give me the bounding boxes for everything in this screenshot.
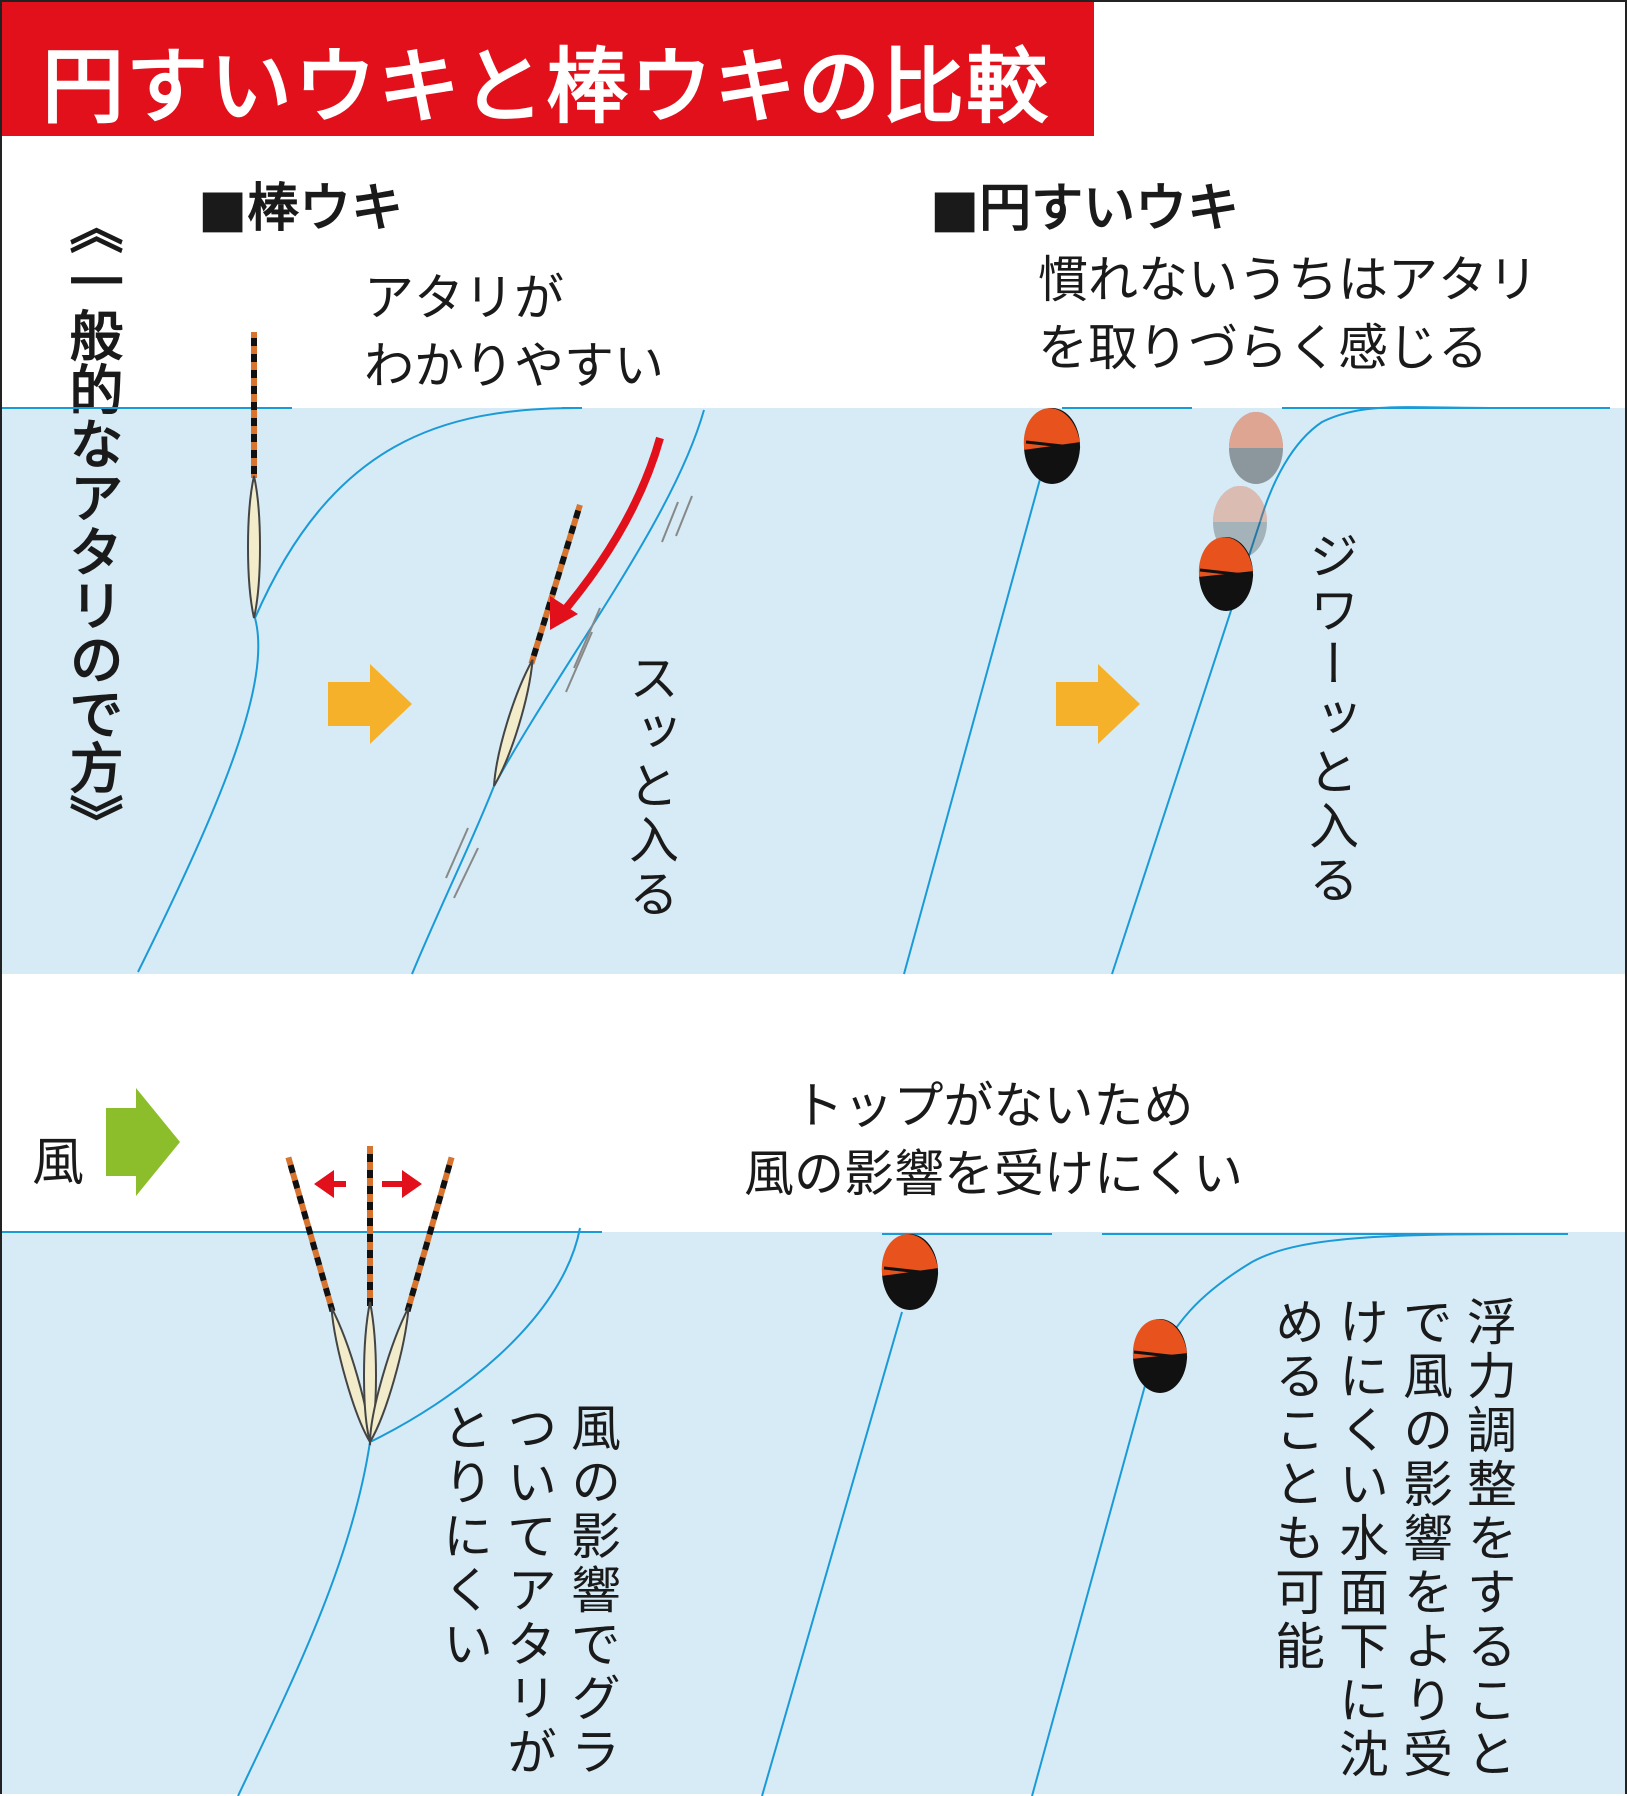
caption-cone-wind: トップがないため 風の影響を受けにくい <box>744 1077 1243 1203</box>
wind-label: 風 <box>32 1133 85 1193</box>
cone-float-heading: ■円すいウキ <box>930 179 1240 239</box>
side-label: 《一般的なアタリので方》 <box>60 200 123 848</box>
cone-float-wind-surface <box>881 1234 939 1310</box>
cone-float-surface <box>1023 408 1081 484</box>
caption-cone-adjust: 浮力調整をすること で風の影響をより受 けにくい水面下に沈 めることも可能 <box>1267 1296 1517 1782</box>
sink-arrow-icon <box>550 436 664 630</box>
right-arrow-icon <box>328 664 412 744</box>
page-title: 円すいウキと棒ウキの比較 <box>42 40 1051 135</box>
title-banner: 円すいウキと棒ウキの比較 <box>2 2 1094 136</box>
cone-float-sinking <box>1198 537 1254 611</box>
fishing-lines <box>137 406 1569 1796</box>
cone-float-wind-submerged <box>1132 1319 1188 1393</box>
right-arrow-icon <box>1056 664 1140 744</box>
stick-float-swaying <box>285 1146 455 1446</box>
stick-float-tilted <box>493 503 583 787</box>
water-area-bottom <box>2 1232 1625 1794</box>
sway-arrows-icon <box>314 1170 422 1198</box>
stick-float-upright <box>247 332 261 619</box>
caption-cone-hard: 慣れないうちはアタリ を取りづらく感じる <box>1038 251 1538 377</box>
wind-arrow-icon <box>106 1088 180 1196</box>
stick-float-heading: ■棒ウキ <box>198 179 404 239</box>
cone-float-ghost <box>1229 412 1283 484</box>
caption-stick-wind: 風の影響でグラ ついてアタリが とりにくい <box>435 1402 621 1780</box>
caption-cone-sink: ジワーッと入る <box>1301 530 1359 908</box>
caption-stick-sink: スッと入る <box>621 652 679 922</box>
water-area-top <box>2 408 1625 974</box>
motion-streaks <box>445 495 693 899</box>
caption-stick-easy: アタリが わかりやすい <box>364 269 664 395</box>
surface-lines <box>2 407 1610 1235</box>
